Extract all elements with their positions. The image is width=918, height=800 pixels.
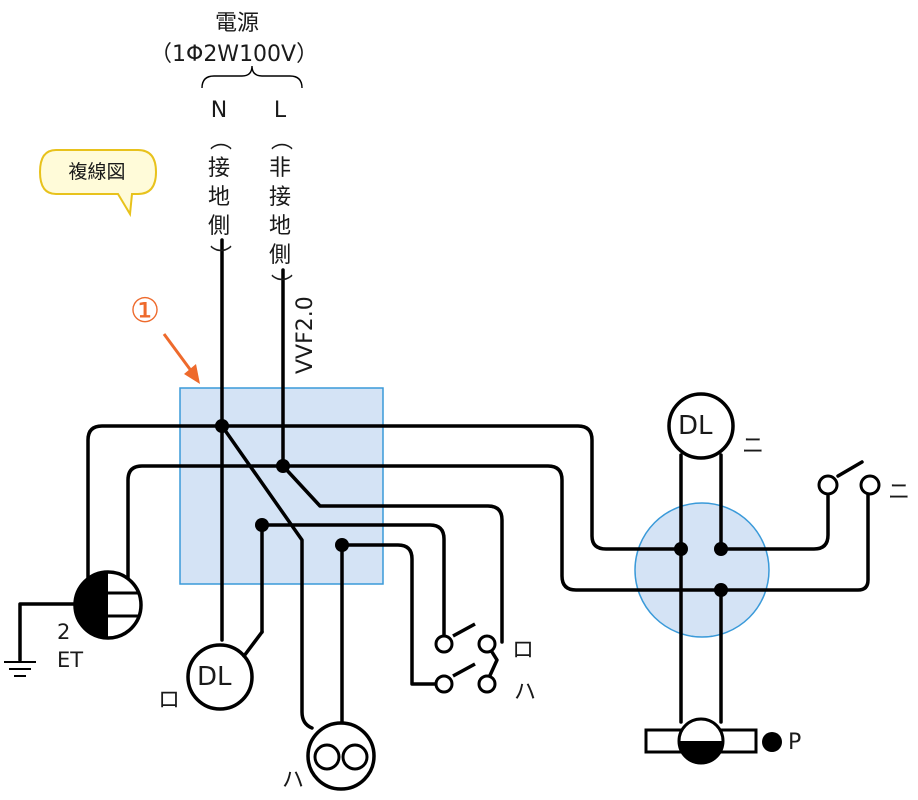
cable-label: VVF2.0 bbox=[293, 296, 318, 374]
switch-pair-top-tag: ロ bbox=[512, 638, 535, 663]
dl-left-text: DL bbox=[197, 662, 232, 692]
callout: 複線図 bbox=[40, 150, 154, 194]
callout-bubble bbox=[38, 149, 158, 218]
power-title: 電源 bbox=[215, 11, 260, 36]
lamp-ha bbox=[306, 721, 376, 791]
dl-top-text: DL bbox=[678, 411, 713, 441]
dl-left-fixture bbox=[186, 643, 254, 711]
ground-icon bbox=[4, 661, 36, 677]
pilot-lamp bbox=[644, 717, 782, 765]
wire-switch-ni bbox=[719, 494, 830, 551]
pilot-tag: P bbox=[788, 730, 802, 755]
wire-neutral-lamp bbox=[220, 424, 314, 730]
dl-left-tag: ロ bbox=[158, 688, 181, 713]
outlet-label-2: ET bbox=[57, 648, 84, 672]
wire-live-switch-pair bbox=[281, 464, 504, 644]
wire-live-main bbox=[126, 464, 870, 592]
power-brace bbox=[201, 65, 303, 89]
neutral-label: N （ 接 地 側 ） bbox=[206, 98, 232, 267]
marker-number: ① bbox=[129, 291, 161, 331]
switch-pair-bottom-tag: ハ bbox=[514, 680, 537, 705]
junction-box-round bbox=[634, 502, 770, 638]
junction-dots bbox=[215, 419, 728, 597]
outlet-2et bbox=[73, 570, 143, 640]
callout-text: 複線図 bbox=[68, 161, 126, 183]
dl-top-fixture bbox=[667, 392, 735, 460]
outlet-label-1: 2 bbox=[57, 620, 71, 644]
lamp-tag: ハ bbox=[282, 768, 305, 793]
dl-top-tag: ニ bbox=[742, 434, 765, 459]
switch-ni-lever bbox=[836, 460, 864, 478]
switch-pair[interactable] bbox=[434, 622, 497, 694]
live-label: L （ 非 接 地 側 ） bbox=[267, 98, 293, 296]
switch-ni[interactable] bbox=[817, 474, 881, 496]
power-spec: （1Φ2W100V） bbox=[150, 42, 319, 67]
neutral-letter: N bbox=[210, 98, 228, 123]
wire-switched-ha bbox=[340, 543, 440, 724]
live-letter: L bbox=[273, 98, 287, 123]
switch-ni-tag: ニ bbox=[888, 480, 911, 505]
wire-switched-ro bbox=[260, 523, 446, 639]
wire-ground bbox=[18, 602, 82, 662]
wire-neutral-main bbox=[86, 424, 683, 582]
marker-arrow bbox=[162, 333, 200, 384]
